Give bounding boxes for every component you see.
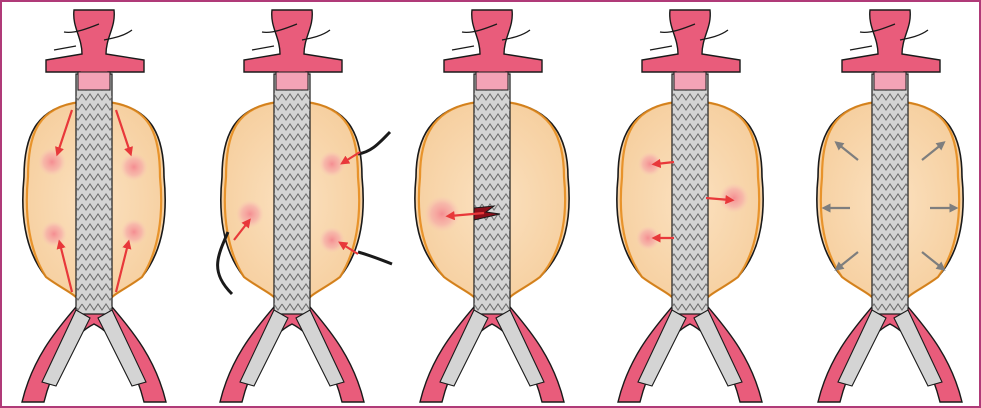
- iliac-arteries: [220, 302, 364, 402]
- graft-proximal-seal: [674, 72, 706, 90]
- graft-proximal-seal: [78, 72, 110, 90]
- stent-zigzag: [274, 90, 310, 312]
- leak-cloud-1: [424, 196, 460, 232]
- leak-cloud-4: [121, 219, 147, 245]
- leak-cloud-2: [236, 200, 264, 228]
- iliac-arteries: [420, 302, 564, 402]
- graft-proximal-seal: [276, 72, 308, 90]
- leak-cloud-3: [41, 221, 67, 247]
- stent-zigzag: [76, 90, 112, 312]
- graft-proximal-seal: [874, 72, 906, 90]
- leak-cloud-3: [319, 227, 345, 253]
- panel-2: [218, 10, 392, 402]
- iliac-arteries: [22, 302, 166, 402]
- panel-4: [617, 10, 763, 402]
- lumbar-vessel-1: [358, 132, 390, 154]
- leak-cloud-1: [319, 151, 345, 177]
- stent-zigzag: [672, 90, 708, 312]
- stent-zigzag: [872, 90, 908, 312]
- panel-3: [415, 10, 569, 402]
- panel-5: [817, 10, 963, 402]
- stent-zigzag: [474, 90, 510, 312]
- iliac-arteries: [818, 302, 962, 402]
- leak-cloud-2: [719, 183, 749, 213]
- panel-1: [22, 10, 166, 402]
- lumbar-vessel-3: [358, 252, 392, 264]
- graft-proximal-seal: [476, 72, 508, 90]
- iliac-arteries: [618, 302, 762, 402]
- leak-cloud-2: [120, 153, 148, 181]
- leak-cloud-1: [38, 148, 66, 176]
